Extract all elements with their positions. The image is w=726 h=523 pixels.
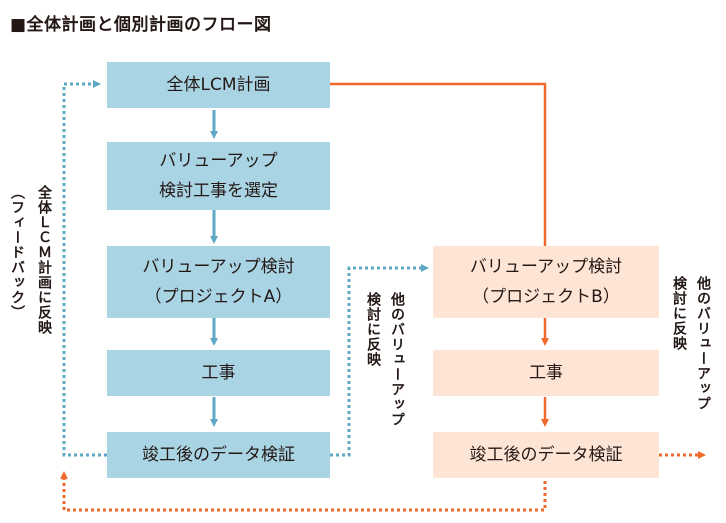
feedback-label-col2: （フィードバック） (9, 185, 25, 320)
project-b-box: バリューアップ検討 （プロジェクトB） (433, 246, 659, 318)
bottom-feedback-line (60, 471, 547, 512)
select-value-up-box: バリューアップ 検討工事を選定 (107, 142, 330, 210)
select-value-up-line1: バリューアップ (159, 151, 278, 171)
verification-a-label: 竣工後のデータ検証 (142, 445, 295, 465)
project-a-line2: （プロジェクトA） (144, 287, 293, 307)
project-a-line1: バリューアップ検討 (142, 257, 295, 277)
construction-a-label: 工事 (201, 363, 236, 383)
project-a-box: バリューアップ検討 （プロジェクトA） (107, 246, 330, 318)
feedback-label-col1: 全体ＬＣＭ計画に反映 (36, 185, 52, 335)
feedback-loop-line (62, 80, 107, 457)
verification-a-box: 竣工後のデータ検証 (107, 432, 330, 478)
plan-to-project-b-line (330, 82, 547, 246)
construction-a-box: 工事 (107, 350, 330, 396)
construction-b-label: 工事 (529, 363, 563, 383)
select-value-up-line2: 検討工事を選定 (159, 181, 278, 201)
overall-lcm-plan-box: 全体LCM計画 (107, 62, 330, 108)
overall-lcm-plan-label: 全体LCM計画 (166, 75, 271, 95)
page-title: ■全体計画と個別計画のフロー図 (10, 15, 272, 35)
mid-label-col1: 他のバリューアップ (389, 292, 405, 427)
verification-b-box: 竣工後のデータ検証 (433, 432, 659, 478)
right-label-col1: 他のバリューアップ (695, 276, 711, 411)
verification-b-label: 竣工後のデータ検証 (469, 445, 623, 465)
mid-label-col2: 検討に反映 (365, 292, 381, 367)
project-b-line1: バリューアップ検討 (469, 257, 623, 277)
project-b-line2: （プロジェクトB） (472, 287, 620, 307)
construction-b-box: 工事 (433, 350, 659, 396)
right-label-col2: 検討に反映 (671, 276, 687, 351)
